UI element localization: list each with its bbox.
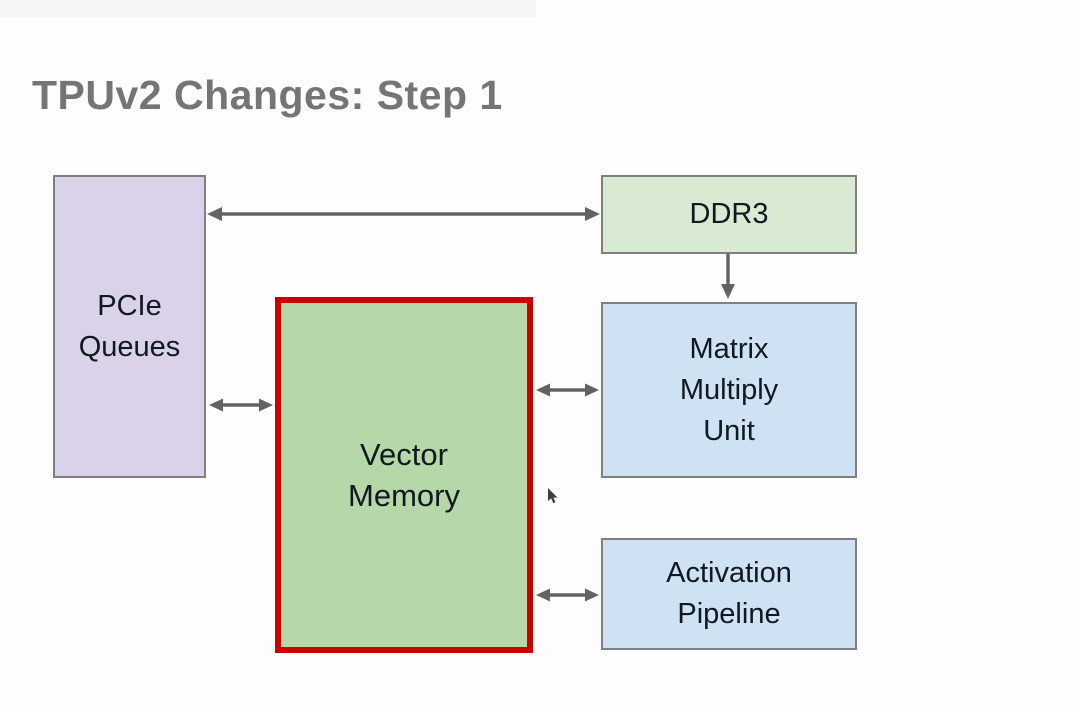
node-vector-memory-label: Vector Memory [348,437,460,513]
arrow-vector-memory-activation-pipeline [536,588,599,602]
node-pcie-queues-label: PCIe Queues [78,289,181,363]
mouse-cursor [548,488,558,504]
node-activation-pipeline: Activation Pipeline [601,538,857,650]
node-matrix-multiply-unit: Matrix Multiply Unit [601,302,857,478]
node-activation-pipeline-label: Activation Pipeline [666,557,792,630]
node-vector-memory: Vector Memory [275,297,533,653]
arrow-ddr3-matrix-multiply [721,254,735,299]
node-ddr3: DDR3 [601,175,857,254]
slide-title: TPUv2 Changes: Step 1 [32,72,503,118]
arrow-pcie-ddr3 [207,207,600,221]
arrow-vector-memory-matrix-multiply [536,383,599,397]
arrow-pcie-vector-memory [209,398,273,412]
top-edge-artifact [0,0,536,17]
node-matrix-multiply-unit-label: Matrix Multiply Unit [679,332,779,447]
node-pcie-queues: PCIe Queues [53,175,206,478]
node-ddr3-label: DDR3 [689,198,769,230]
